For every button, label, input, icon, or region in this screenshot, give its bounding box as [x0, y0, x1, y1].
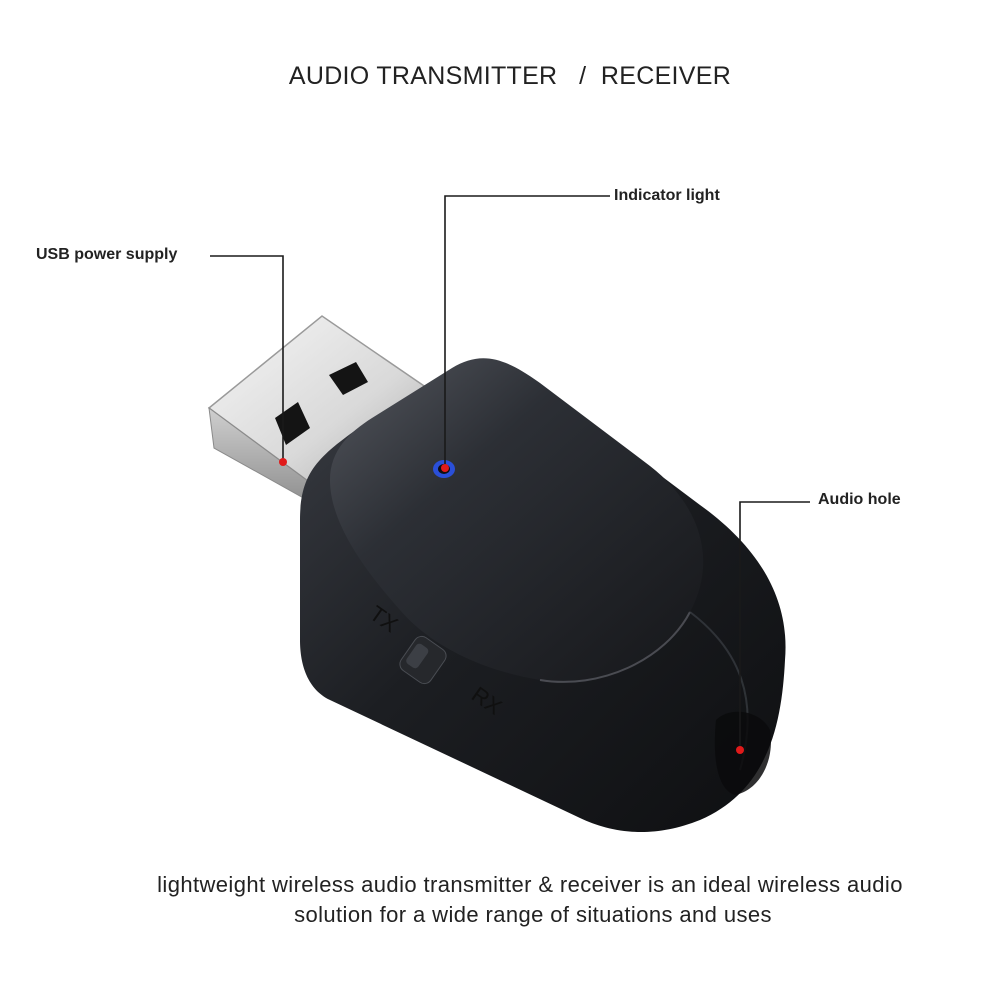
- indicator-light-label: Indicator light: [614, 187, 720, 204]
- indicator-marker-dot: [441, 464, 449, 472]
- usb-marker-dot: [279, 458, 287, 466]
- device-body: [300, 358, 786, 833]
- caption-line-1: lightweight wireless audio transmitter &…: [157, 872, 903, 897]
- page-title: AUDIO TRANSMITTER / RECEIVER: [288, 62, 732, 90]
- usb-power-supply-label: USB power supply: [36, 246, 178, 263]
- indicator-callout-line: [444, 195, 610, 468]
- slide-switch-knob: [406, 643, 429, 669]
- usb-contact-hole-right: [329, 362, 368, 395]
- usb-callout-line: [210, 255, 284, 462]
- audio-callout-line: [739, 501, 810, 750]
- callout-lines: [210, 195, 810, 750]
- audio-marker-dot: [736, 746, 744, 754]
- caption-line-2: solution for a wide range of situations …: [294, 902, 772, 927]
- audio-hole-label: Audio hole: [818, 491, 901, 508]
